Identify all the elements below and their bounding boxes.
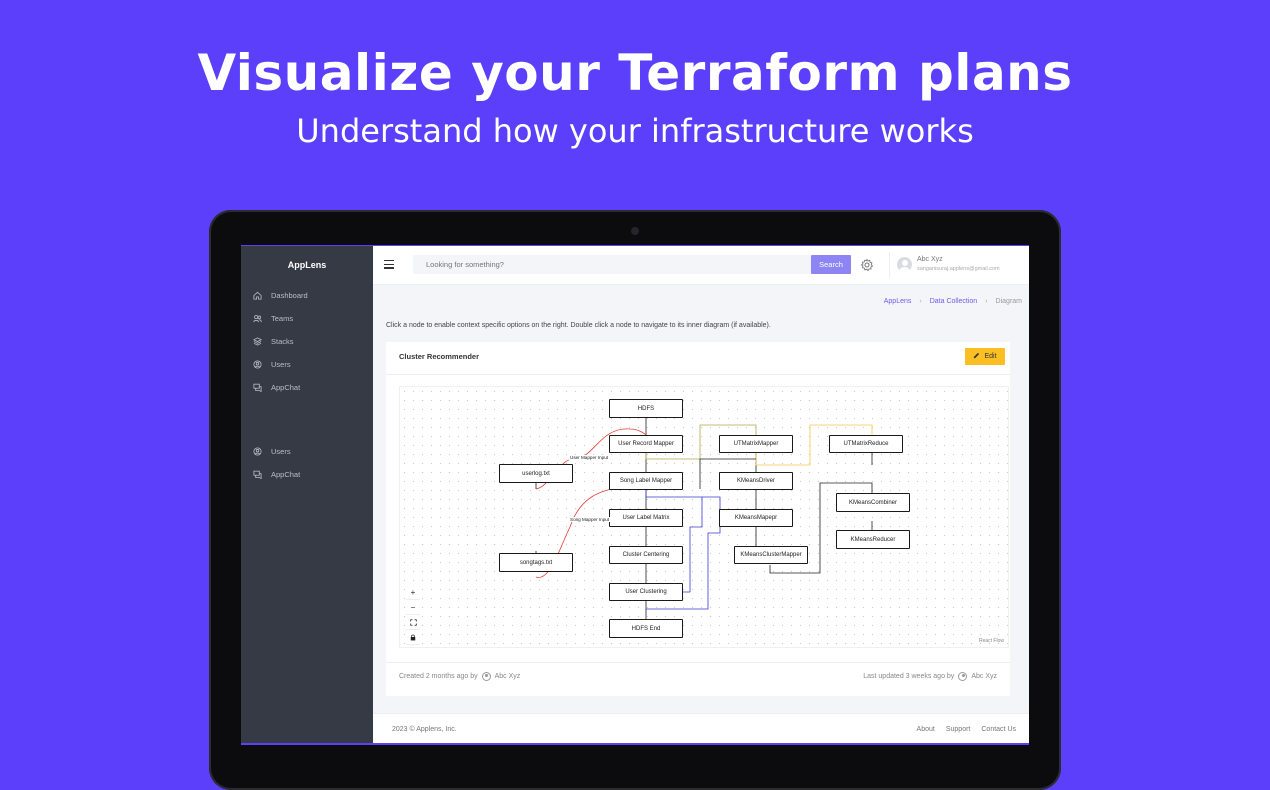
lock-icon [410, 634, 416, 640]
chevron-right-icon: › [919, 298, 922, 305]
top-bar: Search Abc Xyz sanganisuraj.applens@gmai… [373, 245, 1029, 285]
edit-button-label: Edit [984, 353, 997, 360]
node-utmatrix-mapper[interactable]: UTMatrixMapper [719, 435, 793, 453]
created-by: Abc Xyz [494, 673, 521, 680]
node-utmatrix-reduce[interactable]: UTMatrixReduce [829, 435, 903, 453]
card-title: Cluster Recommender [399, 352, 480, 361]
help-text: Click a node to enable context specific … [386, 322, 771, 329]
webcam [631, 227, 639, 235]
edge-urm-utm [645, 424, 757, 460]
sidebar-item-users[interactable]: Users [253, 357, 291, 371]
edge-utm-utmr [755, 424, 873, 466]
node-song-label-mapper[interactable]: Song Label Mapper [609, 472, 683, 490]
menu-toggle-icon[interactable] [384, 260, 394, 271]
card-divider [386, 374, 1010, 375]
gear-icon[interactable] [860, 258, 874, 272]
sidebar-item-label: Stacks [271, 336, 294, 346]
footer-link-about[interactable]: About [916, 726, 935, 733]
breadcrumb-data-collection[interactable]: Data Collection [929, 298, 978, 305]
users-icon [253, 314, 262, 323]
flow-canvas[interactable]: HDFS User Record Mapper userlog.txt Song… [399, 386, 1009, 648]
page-footer: 2023 © Applens, Inc. About Support Conta… [373, 713, 1029, 745]
lock-button[interactable] [406, 630, 420, 645]
edge-dark-2 [769, 482, 873, 574]
chat-icon [253, 383, 262, 392]
sidebar-item-appchat-secondary[interactable]: AppChat [253, 467, 300, 481]
node-user-record-mapper[interactable]: User Record Mapper [609, 435, 683, 453]
created-info: Created 2 months ago by Abc Xyz [399, 672, 520, 681]
sidebar-item-label: Dashboard [271, 290, 308, 300]
node-cluster-centering[interactable]: Cluster Centering [609, 546, 683, 564]
user-avatar-icon [481, 672, 491, 681]
home-icon [253, 291, 262, 300]
copyright: 2023 © Applens, Inc. [392, 726, 457, 733]
node-kmeans-reducer[interactable]: KMeansReducer [836, 530, 910, 549]
sidebar-item-label: AppChat [271, 469, 301, 479]
footer-links: About Support Contact Us [917, 726, 1016, 733]
created-text: Created 2 months ago by [399, 673, 478, 680]
edge-label-song-mapper-input: Song Mapper Input [569, 517, 611, 522]
search-input[interactable] [413, 255, 811, 274]
search-button[interactable]: Search [811, 255, 851, 274]
updated-text: Last updated 3 weeks ago by [863, 673, 955, 680]
updated-by: Abc Xyz [971, 673, 997, 680]
card-footer: Created 2 months ago by Abc Xyz Last upd… [386, 662, 1010, 697]
node-kmeans-cluster-mapper[interactable]: KMeansClusterMapper [734, 546, 808, 564]
sidebar-item-label: Users [271, 359, 291, 369]
user-circle-icon [253, 359, 262, 369]
user-name: Abc Xyz [917, 256, 943, 263]
user-avatar-icon [958, 672, 968, 681]
node-user-clustering[interactable]: User Clustering [609, 583, 683, 601]
edge-label-user-mapper-input: User Mapper Input [569, 455, 610, 460]
sidebar-item-stacks[interactable]: Stacks [253, 334, 294, 348]
node-kmeans-driver[interactable]: KMeansDriver [719, 472, 793, 490]
diagram-card: Cluster Recommender Edit [386, 342, 1010, 696]
zoom-in-button[interactable]: + [406, 585, 420, 600]
screen-bottom-accent [241, 743, 1029, 745]
avatar [897, 257, 912, 272]
footer-link-contact[interactable]: Contact Us [981, 726, 1016, 733]
edge-blue-2 [646, 496, 721, 610]
zoom-out-button[interactable]: − [406, 600, 420, 615]
hero-title: Visualize your Terraform plans [197, 44, 1073, 102]
flow-controls: + − [406, 585, 420, 645]
sidebar-item-users-secondary[interactable]: Users [253, 444, 291, 458]
sidebar-item-dashboard[interactable]: Dashboard [253, 288, 308, 302]
fit-view-icon [409, 618, 417, 626]
sidebar: AppLens Dashboard Teams Stacks Users [241, 245, 373, 745]
edge-slm-uc [645, 490, 703, 593]
node-kmeans-mapepr[interactable]: KMeansMapepr [719, 509, 793, 527]
edge-dark-1 [699, 458, 756, 489]
pencil-icon [973, 352, 980, 361]
chat-icon [253, 470, 262, 479]
node-user-label-matrix[interactable]: User Label Matrix [609, 509, 683, 527]
node-songtags[interactable]: songtags.txt [499, 553, 573, 572]
sidebar-item-label: Users [271, 446, 291, 456]
user-email: sanganisuraj.applens@gmail.com [917, 266, 1000, 272]
node-userlog[interactable]: userlog.txt [499, 464, 573, 483]
updated-info: Last updated 3 weeks ago by Abc Xyz [863, 672, 997, 681]
breadcrumb-applens[interactable]: AppLens [883, 298, 912, 305]
user-circle-icon [253, 446, 262, 456]
brand-logo[interactable]: AppLens [287, 260, 327, 270]
sidebar-item-label: Teams [271, 313, 294, 323]
node-hdfs[interactable]: HDFS [609, 399, 683, 418]
sidebar-item-teams[interactable]: Teams [253, 311, 293, 325]
layers-icon [253, 336, 262, 346]
app-screen: AppLens Dashboard Teams Stacks Users [241, 245, 1029, 745]
breadcrumb-diagram: Diagram [995, 298, 1022, 305]
fit-view-button[interactable] [406, 615, 420, 630]
react-flow-attribution[interactable]: React Flow [978, 638, 1004, 644]
sidebar-item-label: AppChat [271, 382, 301, 392]
footer-link-support[interactable]: Support [945, 726, 971, 733]
node-hdfs-end[interactable]: HDFS End [609, 619, 683, 638]
user-menu[interactable]: Abc Xyz sanganisuraj.applens@gmail.com [889, 252, 1024, 278]
flow-edges [535, 418, 873, 619]
hero-subtitle: Understand how your infrastructure works [296, 112, 974, 150]
chevron-right-icon: › [985, 298, 988, 305]
sidebar-item-appchat[interactable]: AppChat [253, 380, 300, 394]
node-kmeans-combiner[interactable]: KMeansCombiner [836, 493, 910, 512]
edit-button[interactable]: Edit [965, 348, 1005, 365]
breadcrumb: AppLens › Data Collection › Diagram [884, 298, 1022, 305]
